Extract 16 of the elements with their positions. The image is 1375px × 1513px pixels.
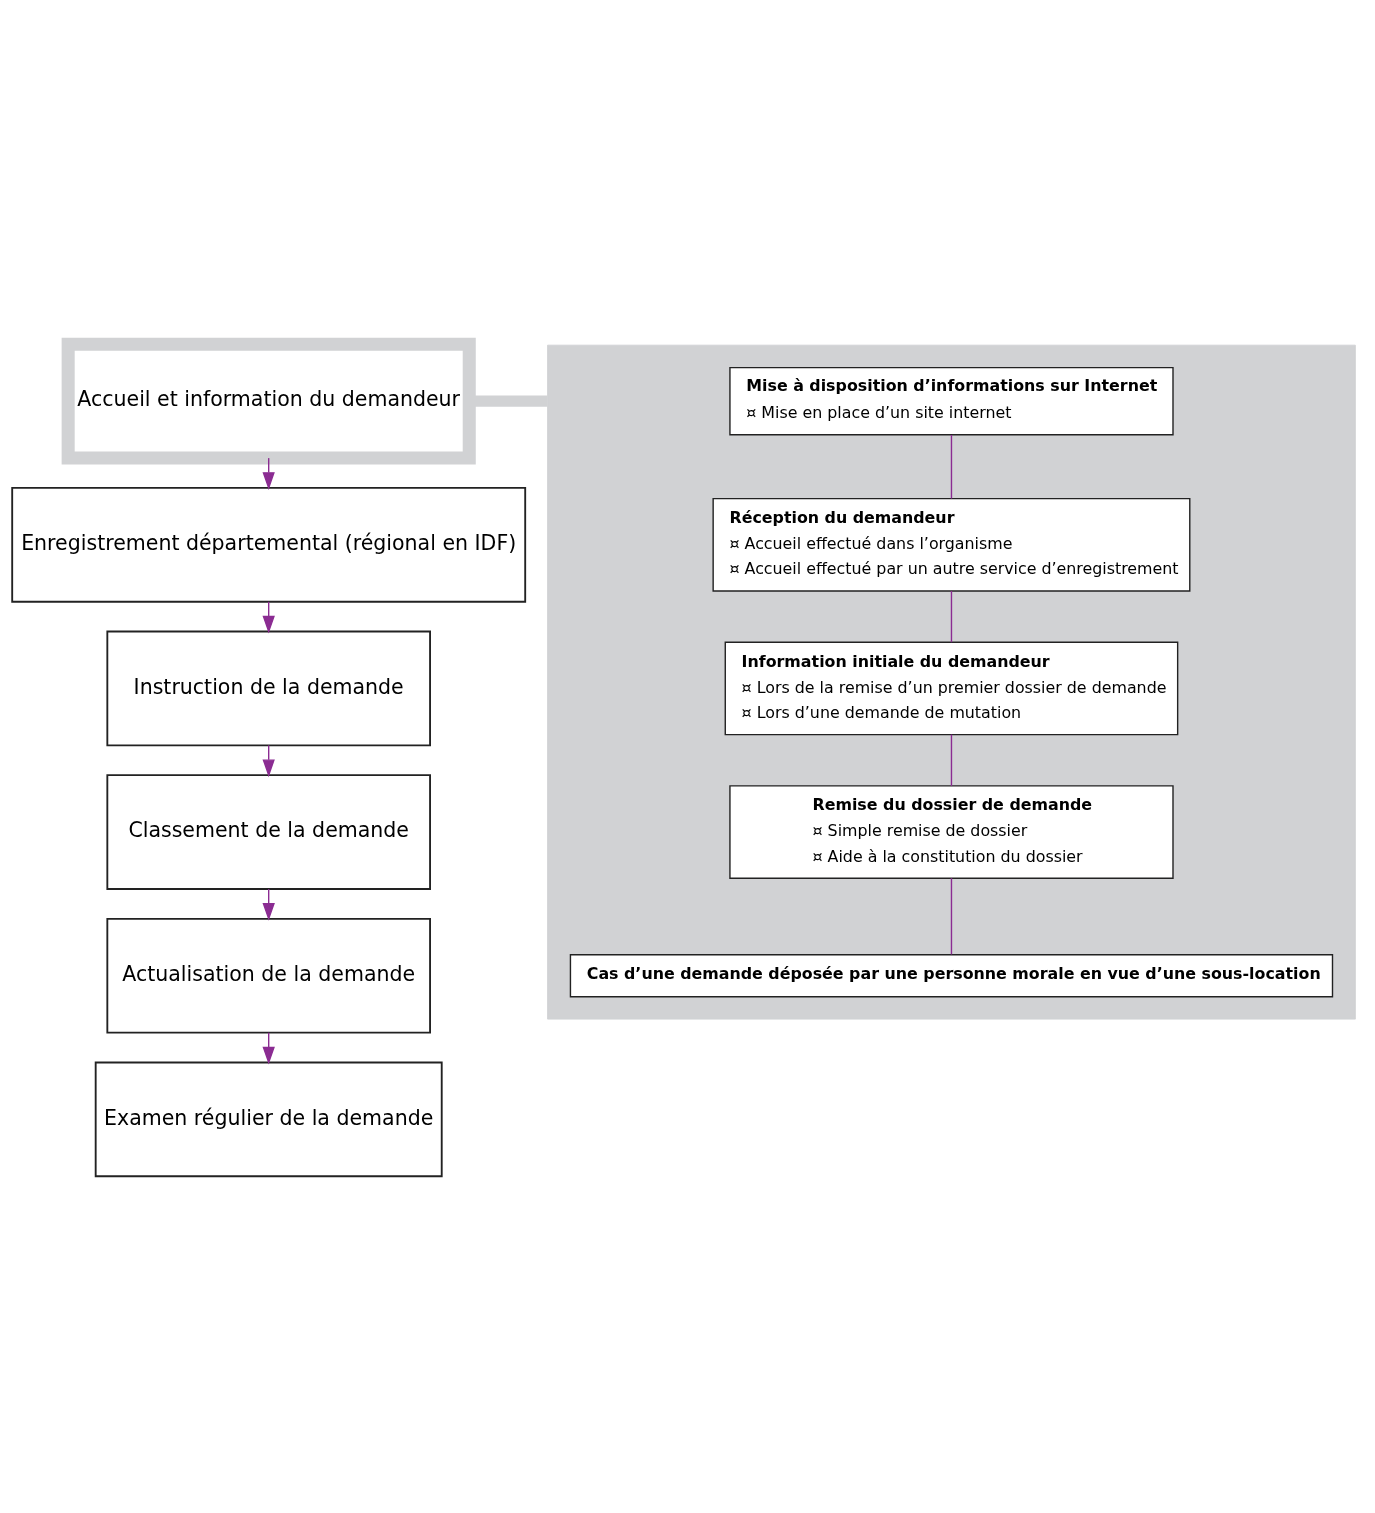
node-box: Réception du demandeur ¤ Accueil effectué dans l’organisme ¤ Accueil effectué par un autre service d’enregistrement xyxy=(712,497,1191,592)
node-box: Examen régulier de la demande xyxy=(94,1061,443,1177)
connector xyxy=(950,733,953,787)
node-box: Mise à disposition d’informations sur Internet ¤ Mise en place d’un site internet xyxy=(729,366,1174,435)
node-box: Enregistrement départemental (régional en IDF) xyxy=(11,486,527,603)
node-box: Remise du dossier de demande ¤ Simple remise de dossier ¤ Aide à la constitution du dossier xyxy=(729,784,1174,879)
node-box: Accueil et information du demandeur xyxy=(61,337,476,465)
connector xyxy=(950,433,953,499)
node-box: Classement de la demande xyxy=(106,773,431,890)
connector xyxy=(950,589,953,643)
node-box: Actualisation de la demande xyxy=(106,917,431,1034)
cluster xyxy=(547,344,1356,1020)
node-box: Information initiale du demandeur ¤ Lors de la remise d’un premier dossier de demande ¤ Lors d’une demande de mutation xyxy=(724,641,1179,735)
connector xyxy=(950,877,953,955)
node-box: Instruction de la demande xyxy=(106,630,431,746)
node-box: Cas d’une demande déposée par une personne morale en vue d’une sous-location xyxy=(569,953,1334,997)
